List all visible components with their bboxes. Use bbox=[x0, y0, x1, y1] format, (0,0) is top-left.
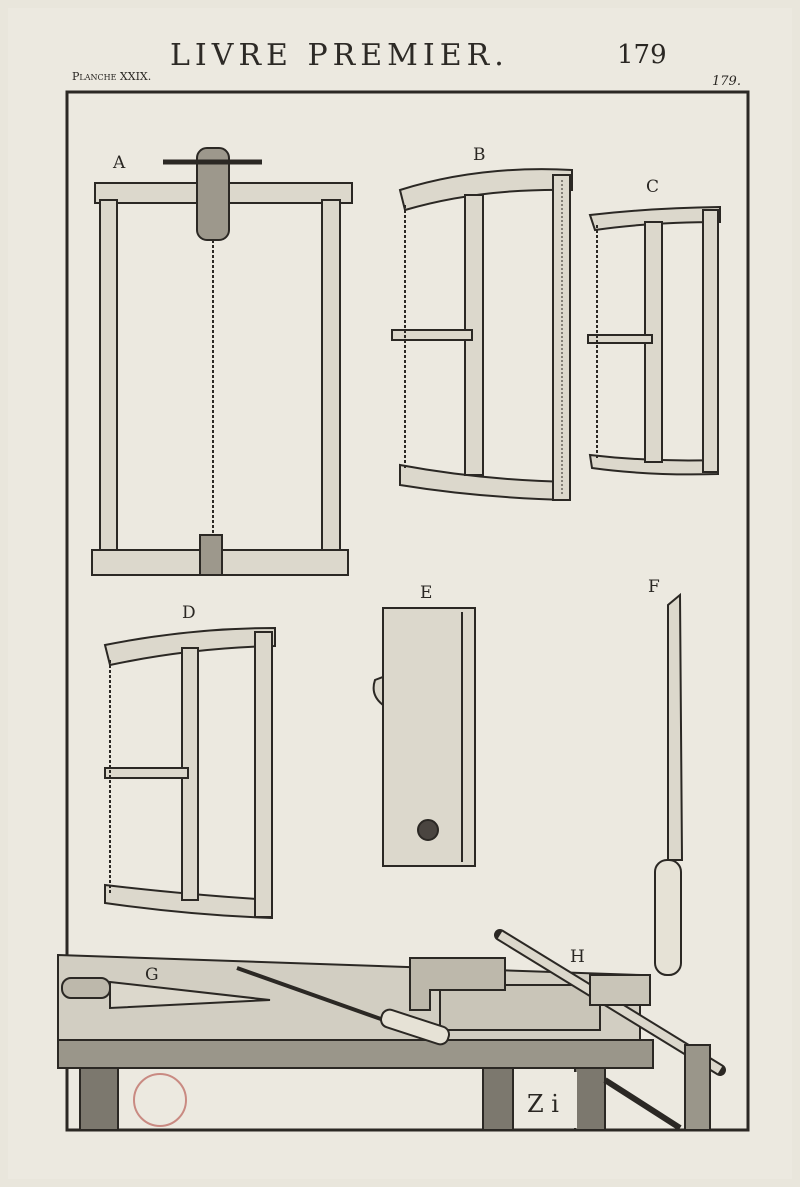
plate-number: 179. bbox=[712, 74, 741, 89]
figure-label-h: H bbox=[570, 947, 585, 967]
signature-mark: Z i bbox=[527, 1090, 559, 1118]
figure-label-b: B bbox=[473, 145, 486, 165]
figure-label-a: A bbox=[112, 153, 126, 173]
figure-label-f: F bbox=[648, 577, 660, 597]
saw-h bbox=[494, 929, 726, 1131]
plate-frame bbox=[65, 90, 750, 1132]
saw-a bbox=[91, 147, 353, 576]
figure-label-e: E bbox=[420, 583, 432, 603]
saw-d bbox=[103, 626, 276, 920]
library-stamp bbox=[133, 1073, 187, 1127]
saw-e bbox=[372, 607, 476, 867]
running-head: LIVRE PREMIER. bbox=[170, 38, 509, 73]
figure-label-c: C bbox=[646, 177, 659, 197]
saw-f bbox=[654, 592, 684, 976]
figure-label-g: G bbox=[145, 965, 159, 985]
saw-b bbox=[391, 168, 573, 502]
workbench bbox=[57, 953, 682, 1131]
plate-label: Planche XXIX. bbox=[72, 70, 152, 83]
saw-c bbox=[587, 205, 721, 476]
figure-label-d: D bbox=[182, 603, 196, 623]
page-number: 179 bbox=[617, 40, 667, 70]
saw-g bbox=[61, 966, 450, 1046]
